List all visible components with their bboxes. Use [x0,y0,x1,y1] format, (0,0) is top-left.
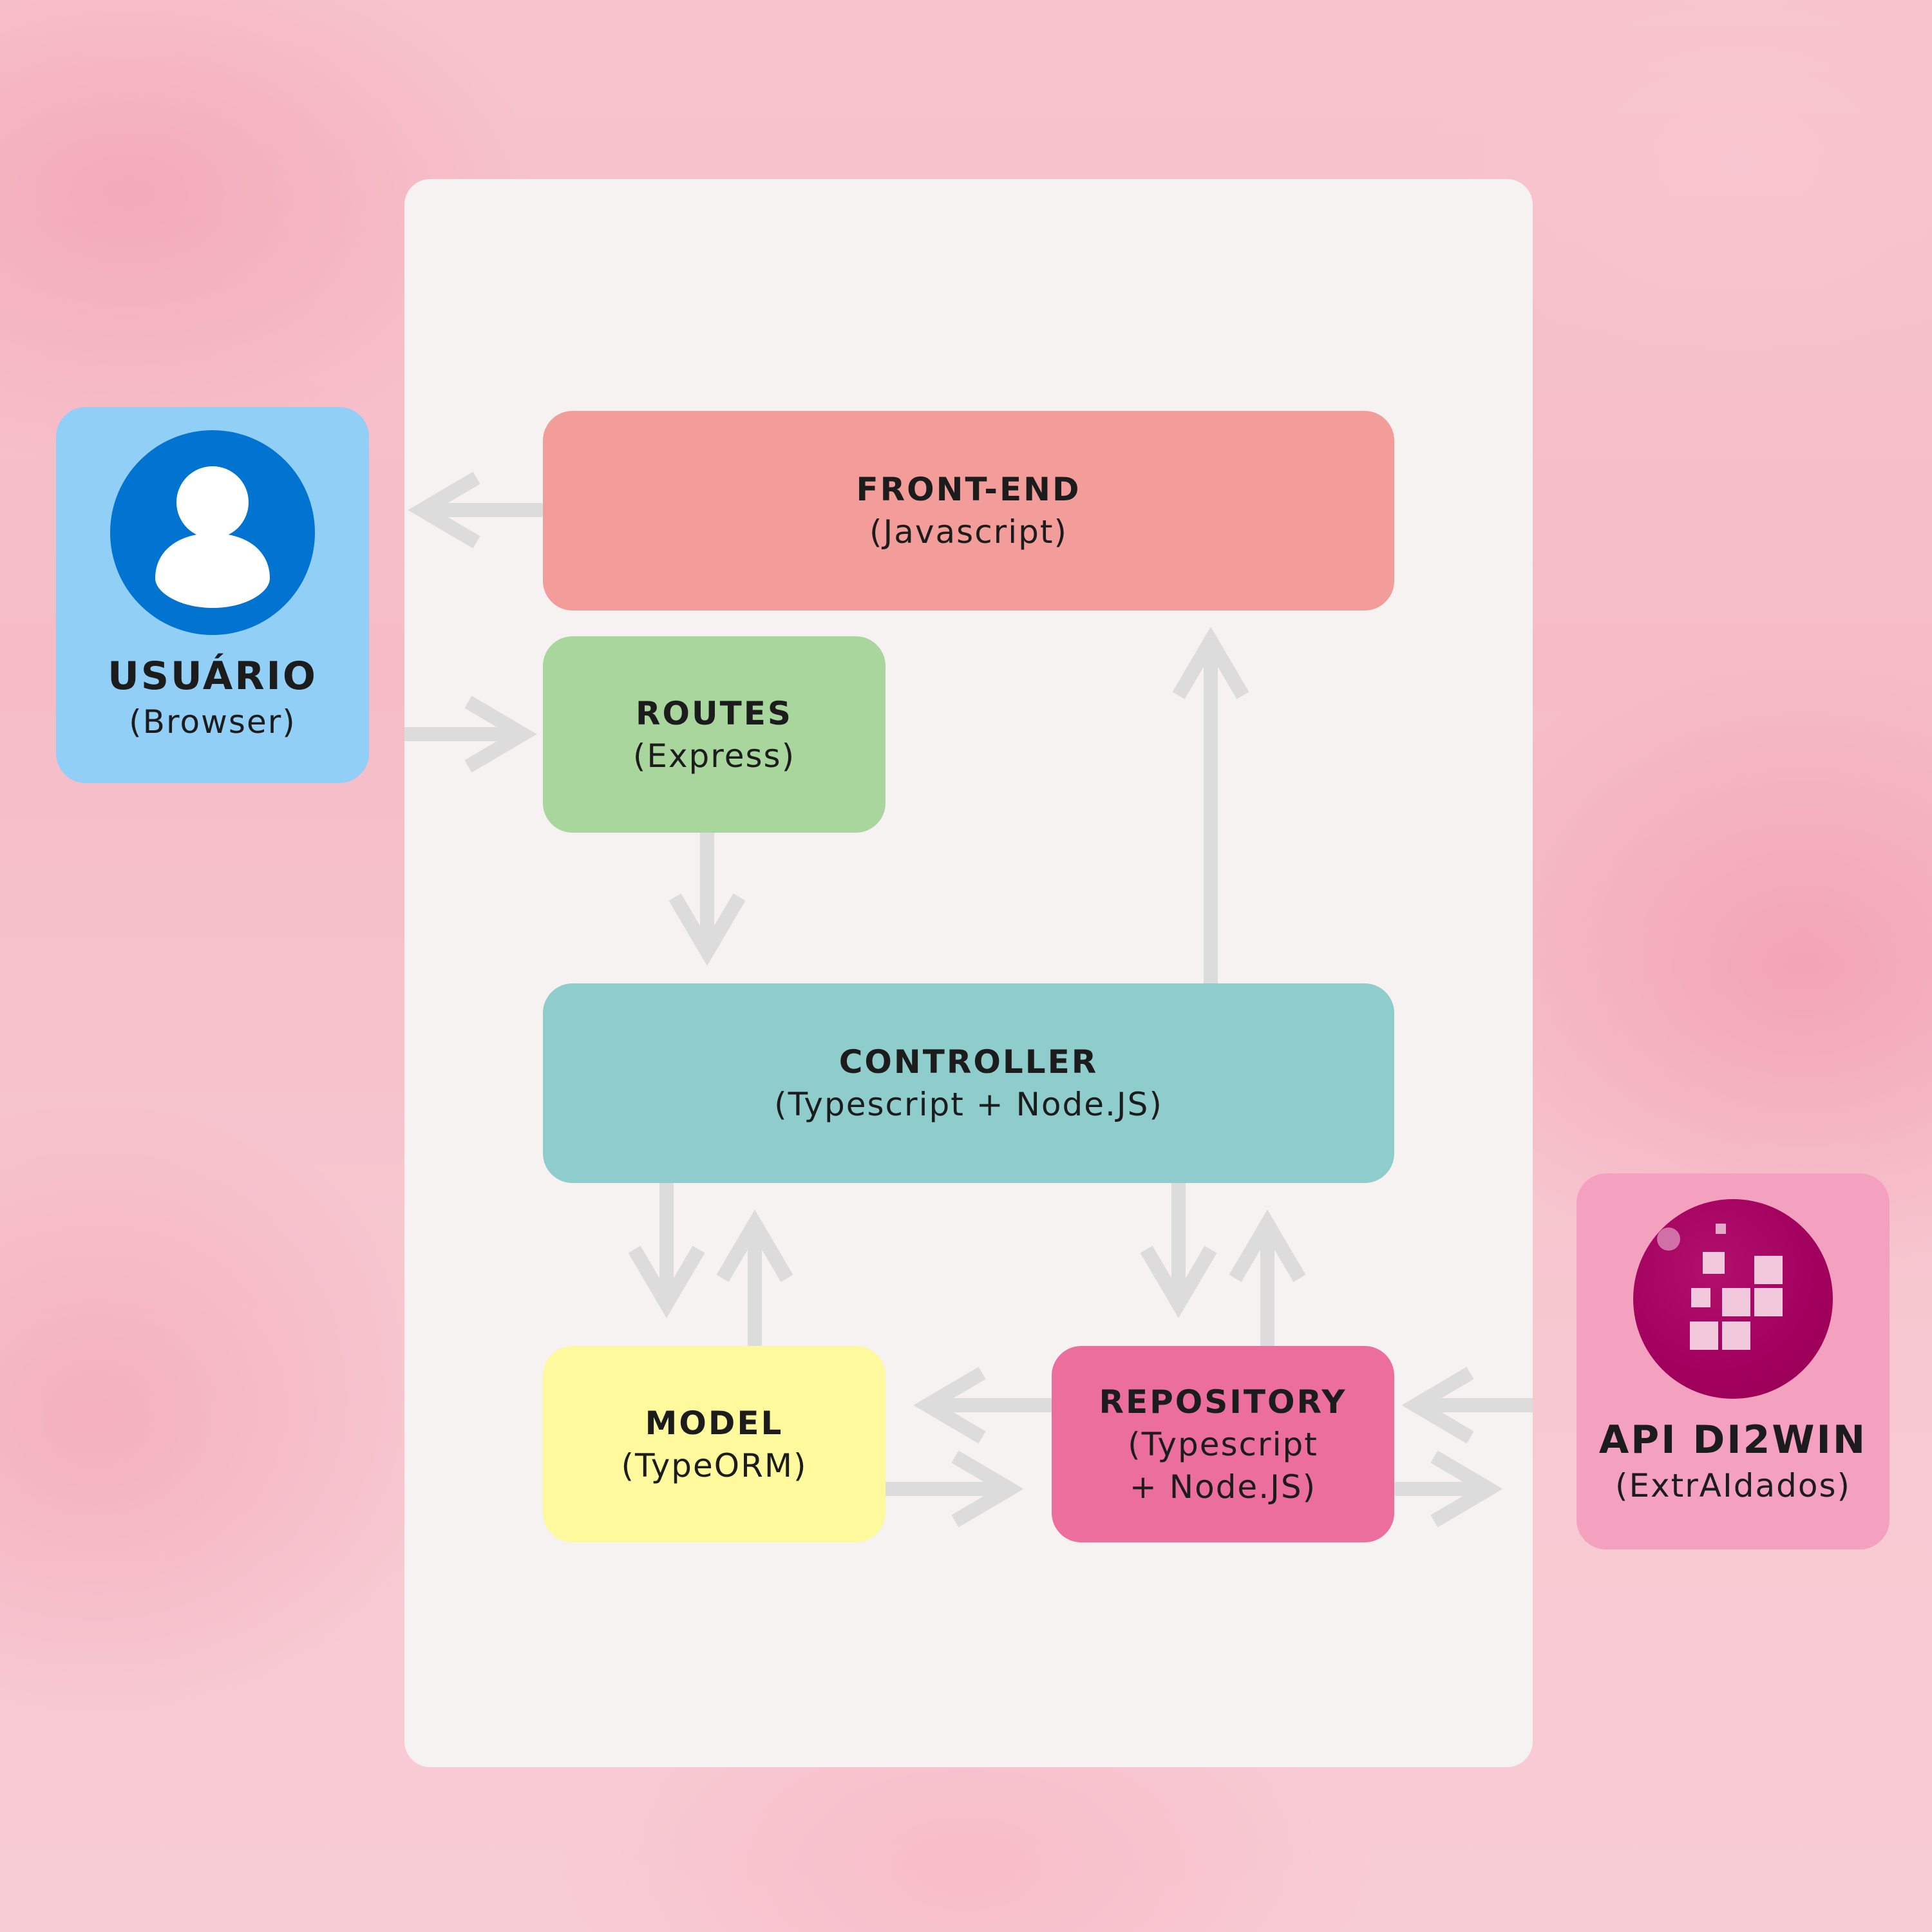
model-title: MODEL [645,1404,784,1442]
controller-subtitle: (Typescript + Node.JS) [774,1086,1163,1123]
node-routes: ROUTES (Express) [543,636,886,833]
arrow-repository-to-api [1394,1450,1503,1528]
arrow-repository-to-model [913,1367,1052,1444]
node-controller: CONTROLLER (Typescript + Node.JS) [543,983,1394,1183]
arrow-model-to-repository [886,1450,1024,1528]
frontend-subtitle: (Javascript) [869,513,1068,551]
repository-subtitle-line2: + Node.JS) [1129,1468,1317,1506]
frontend-title: FRONT-END [856,471,1081,508]
arrow-api-to-repository [1401,1367,1533,1444]
arrow-model-to-controller [716,1209,793,1346]
arrow-routes-to-controller [668,833,746,966]
node-repository: REPOSITORY (Typescript + Node.JS) [1052,1346,1394,1542]
routes-title: ROUTES [636,694,793,732]
api-title: API DI2WIN [1598,1417,1868,1463]
usuario-title: USUÁRIO [108,654,317,699]
arrow-frontend-to-usuario [408,471,543,549]
node-frontend: FRONT-END (Javascript) [543,411,1394,611]
arrow-controller-to-frontend [1172,627,1249,983]
arrow-controller-to-repository [1140,1183,1217,1318]
usuario-subtitle: (Browser) [129,703,296,741]
arrow-repository-to-controller [1229,1209,1306,1346]
node-model: MODEL (TypeORM) [543,1346,886,1542]
arrow-controller-to-model [628,1183,705,1318]
node-usuario: USUÁRIO (Browser) [56,407,369,783]
arrow-usuario-to-routes [404,696,537,773]
api-subtitle: (ExtrAIdados) [1615,1467,1852,1504]
controller-title: CONTROLLER [838,1043,1099,1081]
di2win-logo-icon [1633,1199,1833,1399]
repository-subtitle-line1: (Typescript [1128,1425,1318,1463]
model-subtitle: (TypeORM) [621,1446,808,1484]
routes-subtitle: (Express) [632,737,796,775]
node-api-di2win: API DI2WIN (ExtrAIdados) [1577,1173,1889,1549]
user-icon [110,430,315,635]
repository-title: REPOSITORY [1099,1383,1347,1421]
